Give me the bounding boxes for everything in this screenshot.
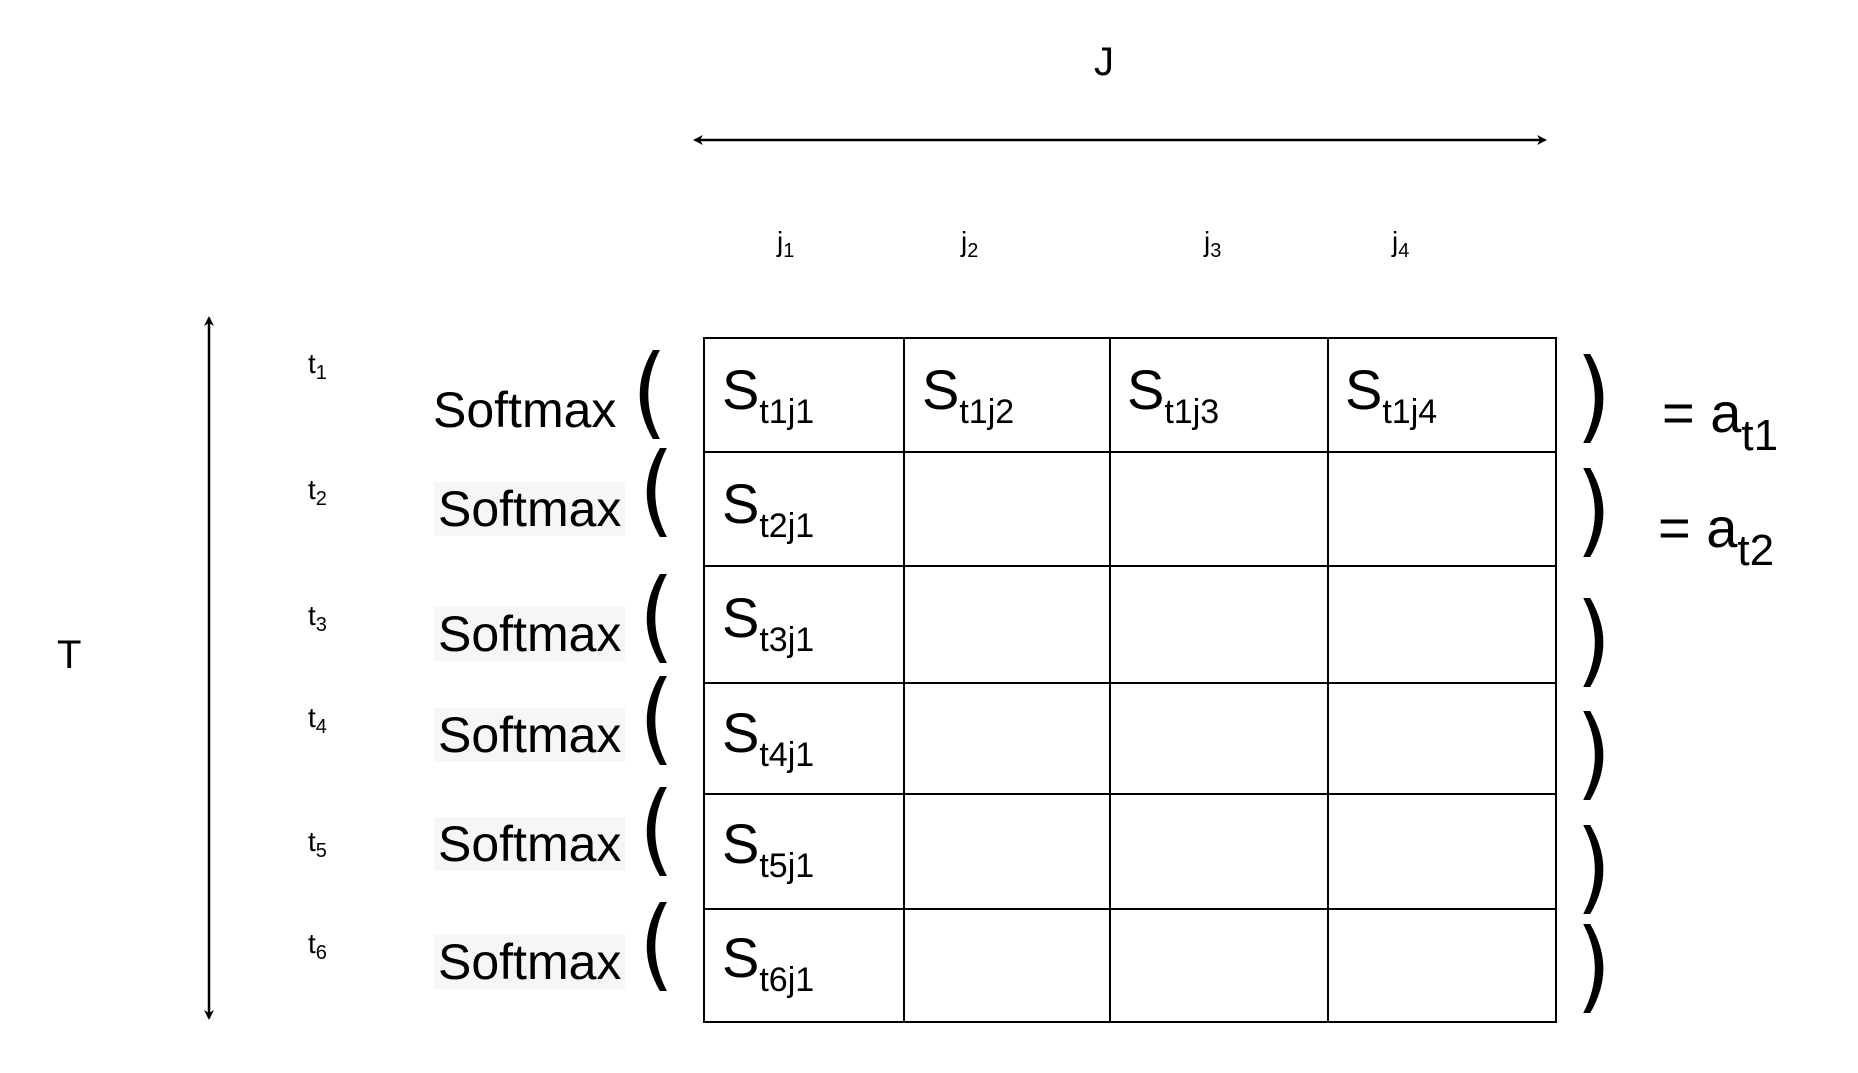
cell-t1j2: St1j2 xyxy=(922,358,1015,431)
softmax-label-4: Softmax xyxy=(434,708,626,762)
j-tick-1: j1 xyxy=(777,226,795,262)
close-paren-4: ) xyxy=(1575,694,1612,811)
t-tick-2: t2 xyxy=(308,474,327,510)
softmax-label-2: Softmax xyxy=(434,482,626,536)
close-paren-1: ) xyxy=(1575,337,1612,454)
t-tick-6: t6 xyxy=(308,928,327,964)
j-axis-label: J xyxy=(1094,40,1114,84)
cell-t1j1: St1j1 xyxy=(722,358,815,431)
close-paren-2: ) xyxy=(1575,451,1612,568)
result-a-t2: = at2 xyxy=(1658,496,1775,575)
t-tick-5: t5 xyxy=(308,826,327,862)
t-axis-label: T xyxy=(57,633,82,677)
cell-t1j3: St1j3 xyxy=(1127,358,1220,431)
t-tick-4: t4 xyxy=(308,702,327,738)
softmax-label-6: Softmax xyxy=(434,935,626,989)
open-paren-3: ( xyxy=(638,557,675,674)
j-tick-4: j4 xyxy=(1392,226,1410,262)
open-paren-4: ( xyxy=(638,659,675,776)
open-paren-2: ( xyxy=(638,431,675,548)
cell-t3j1: St3j1 xyxy=(722,586,815,659)
cell-t4j1: St4j1 xyxy=(722,701,815,774)
t-tick-3: t3 xyxy=(308,600,327,636)
j-tick-3: j3 xyxy=(1204,226,1222,262)
j-tick-2: j2 xyxy=(961,226,979,262)
cell-t5j1: St5j1 xyxy=(722,812,815,885)
softmax-label-3: Softmax xyxy=(434,607,626,661)
close-paren-3: ) xyxy=(1575,581,1612,698)
softmax-label-1: Softmax xyxy=(433,382,617,438)
result-a-t1: = at1 xyxy=(1662,381,1779,460)
close-paren-5: ) xyxy=(1575,808,1612,925)
open-paren-5: ( xyxy=(638,770,675,887)
close-paren-6: ) xyxy=(1575,907,1612,1024)
cell-t6j1: St6j1 xyxy=(722,926,815,999)
matrix-border xyxy=(703,337,1557,1023)
open-paren-1: ( xyxy=(631,333,668,450)
cell-t2j1: St2j1 xyxy=(722,472,815,545)
t-tick-1: t1 xyxy=(308,348,327,384)
cell-t1j4: St1j4 xyxy=(1345,358,1438,431)
open-paren-6: ( xyxy=(638,885,675,1002)
softmax-label-5: Softmax xyxy=(434,817,626,871)
